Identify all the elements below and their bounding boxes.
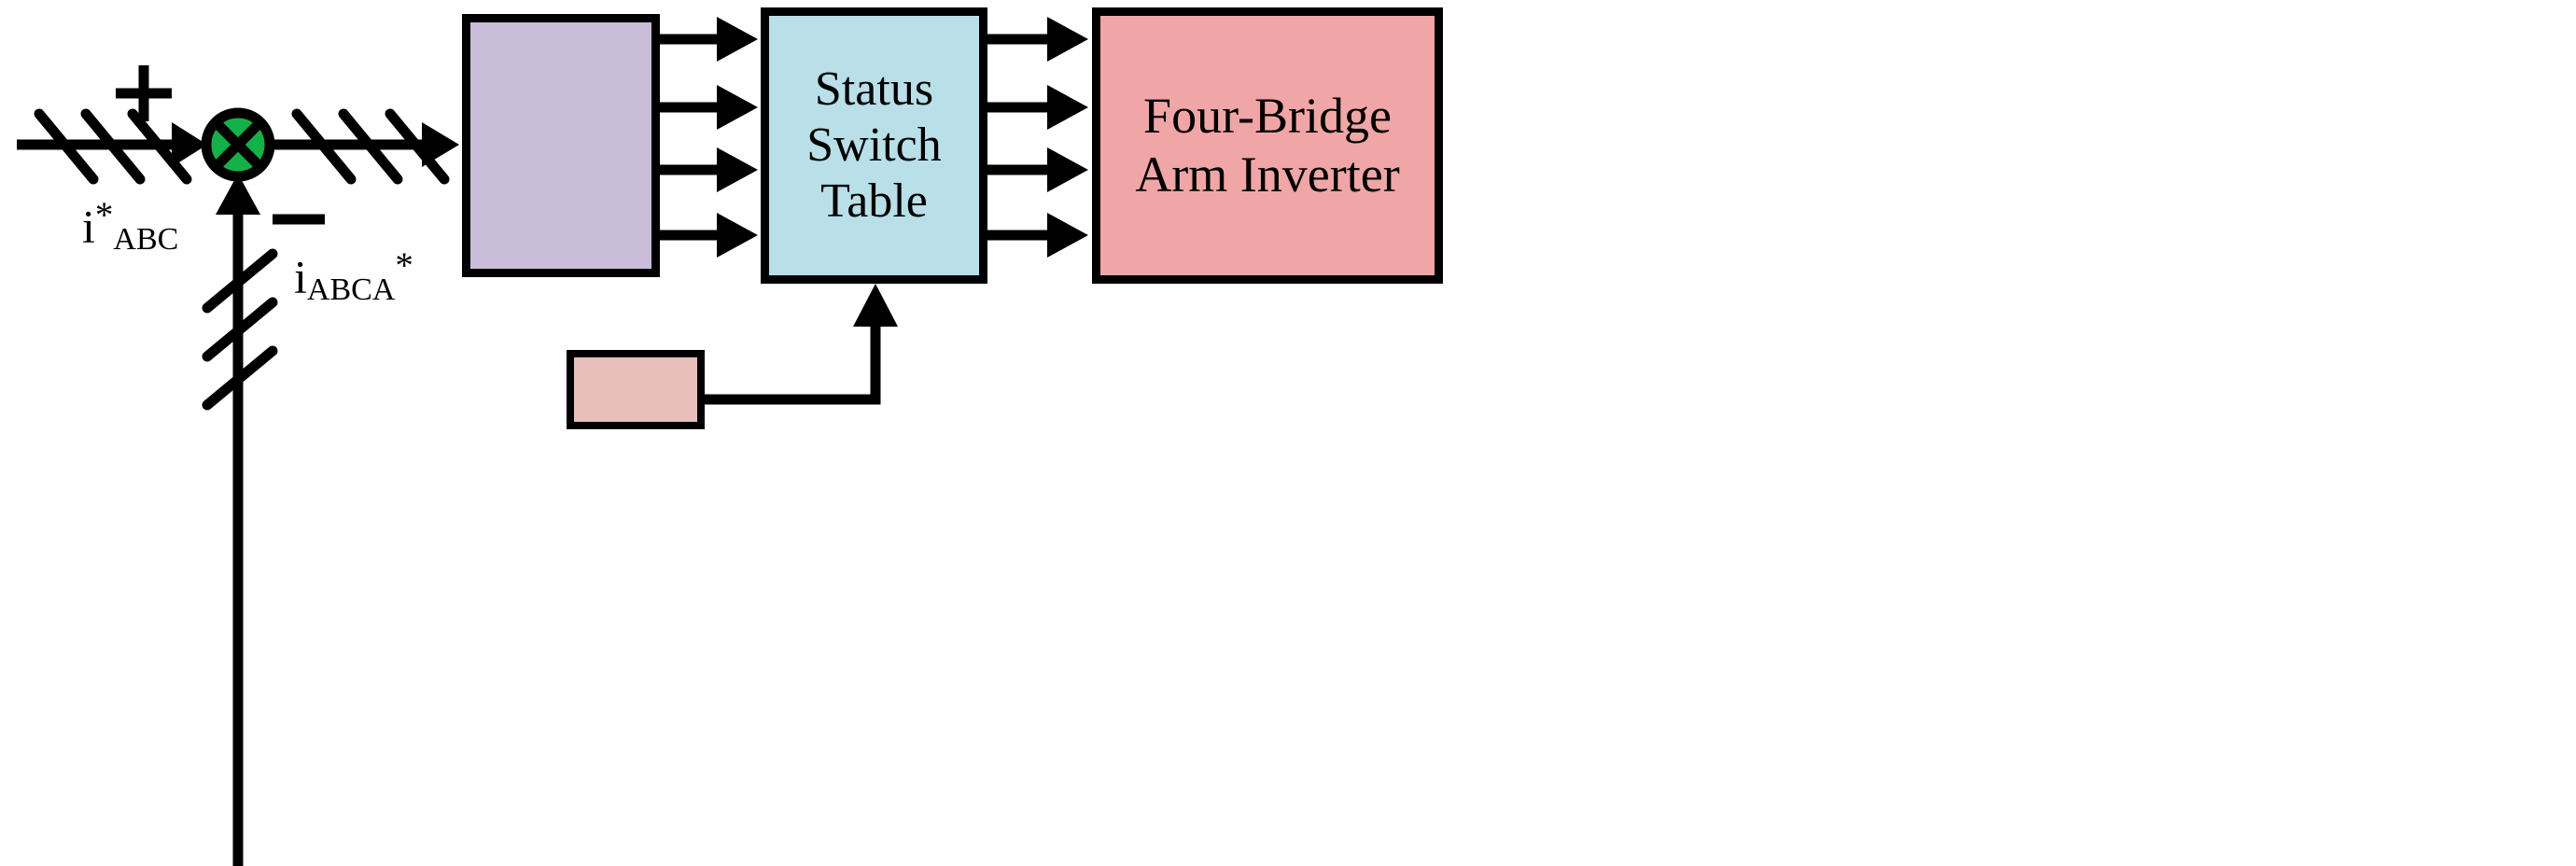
feedback-current-label: iABCA* bbox=[294, 244, 413, 308]
feedback-sub: ABCA bbox=[306, 272, 396, 307]
comparator-to-table-arrows bbox=[660, 17, 758, 258]
pwm-carrier-block[interactable] bbox=[567, 350, 705, 429]
plus-sign-glyph bbox=[116, 65, 172, 121]
reference-input-line bbox=[17, 108, 207, 185]
carrier-to-table-line bbox=[705, 284, 898, 405]
summing-junction[interactable] bbox=[201, 107, 275, 182]
hysteresis-comparator-block[interactable] bbox=[462, 14, 660, 277]
inverter-line-2: Arm Inverter bbox=[1135, 147, 1400, 203]
reference-sub: ABC bbox=[113, 221, 179, 257]
reference-star: * bbox=[94, 195, 114, 235]
status-switch-table-line-2: Switch bbox=[806, 118, 942, 172]
feedback-base: i bbox=[294, 250, 307, 303]
table-to-inverter-arrows bbox=[987, 17, 1088, 258]
inverter-line-1: Four-Bridge bbox=[1143, 88, 1392, 145]
feedback-star: * bbox=[395, 245, 413, 286]
feedback-input-line bbox=[202, 174, 278, 866]
error-signal-line bbox=[273, 108, 459, 185]
reference-base: i bbox=[82, 200, 95, 253]
four-bridge-arm-inverter-block[interactable]: Four-Bridge Arm Inverter bbox=[1092, 7, 1443, 284]
reference-current-label: i*ABC bbox=[82, 194, 178, 258]
status-switch-table-block[interactable]: Status Switch Table bbox=[761, 7, 987, 284]
status-switch-table-line-1: Status bbox=[814, 62, 934, 116]
status-switch-table-line-3: Table bbox=[820, 175, 928, 229]
